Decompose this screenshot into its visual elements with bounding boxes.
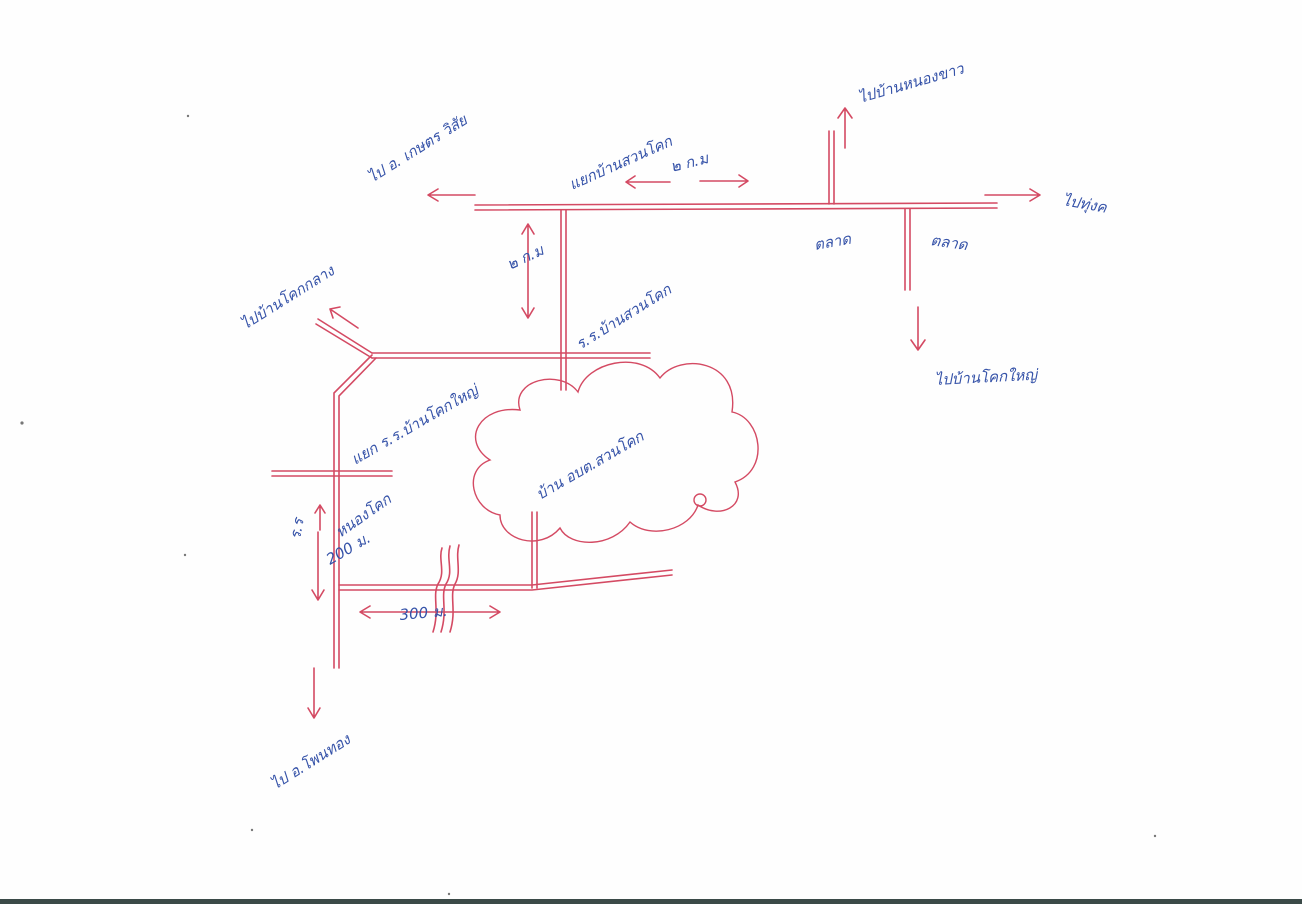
label-km-top: ๒ ก.ม: [669, 149, 712, 176]
road-south-khok-yai: [904, 208, 911, 291]
arrow-north: [837, 107, 853, 149]
km-arrow-right: [699, 174, 749, 188]
arrow-east: [984, 188, 1041, 202]
village-cloud: [472, 361, 759, 543]
road-crossing: [271, 470, 393, 477]
label-market-2: ตลาด: [929, 231, 969, 254]
label-market-1: ตลาด: [813, 230, 854, 254]
label-to-tung: ไปทุ่งค: [1061, 191, 1109, 217]
label-to-khok-yai: ไปบ้านโคกใหญ่: [934, 366, 1039, 389]
rr-arrow: [314, 504, 326, 531]
km-arrow-left: [625, 175, 671, 189]
label-junction-lower: แยก ร.ร.บ้านโคกใหญ่: [348, 380, 483, 468]
label-junction-main: แยกบ้านสวนโคก: [566, 132, 675, 194]
road-school: [560, 209, 567, 391]
arrow-south: [910, 306, 926, 351]
road-northwest: [315, 318, 373, 359]
road-lower: [338, 569, 673, 591]
dist-200-arrow: [311, 531, 325, 601]
label-rr: ร.ร: [286, 515, 308, 541]
label-to-nong-khao: ไปบ้านหนองขาว: [856, 59, 967, 107]
arrow-west: [427, 188, 476, 202]
cloud-loop: [693, 493, 707, 507]
label-km-left: ๒ ก.ม: [504, 241, 547, 274]
road-lower-spur: [531, 511, 538, 589]
label-to-amphoe: ไป อ.โพนทอง: [268, 730, 355, 794]
paper-speck: [20, 421, 24, 425]
road-west: [333, 354, 377, 669]
label-dist-300: 300 ม.: [399, 602, 448, 624]
road-north: [828, 130, 835, 205]
label-to-n-kasem: ไป อ. เกษตร วิสัย: [365, 110, 472, 186]
arrow-south-amphoe: [307, 667, 321, 719]
label-home: บ้าน อบต.สวนโคก: [533, 427, 648, 504]
paper-speck: [183, 553, 187, 557]
arrow-northwest: [329, 306, 359, 329]
paper-speck: [250, 828, 254, 832]
road-upper-connector: [371, 352, 651, 359]
dist-300-arrow: [359, 605, 501, 619]
paper-speck: [186, 114, 190, 118]
bottom-bar: [0, 899, 1302, 904]
paper-speck: [447, 892, 451, 896]
paper-speck: [1153, 834, 1157, 838]
main-road: [474, 202, 998, 211]
bridge-marks: [432, 544, 460, 633]
label-school: ร.ร.บ้านสวนโคก: [573, 280, 676, 353]
km-arrow-vertical: [521, 223, 535, 319]
